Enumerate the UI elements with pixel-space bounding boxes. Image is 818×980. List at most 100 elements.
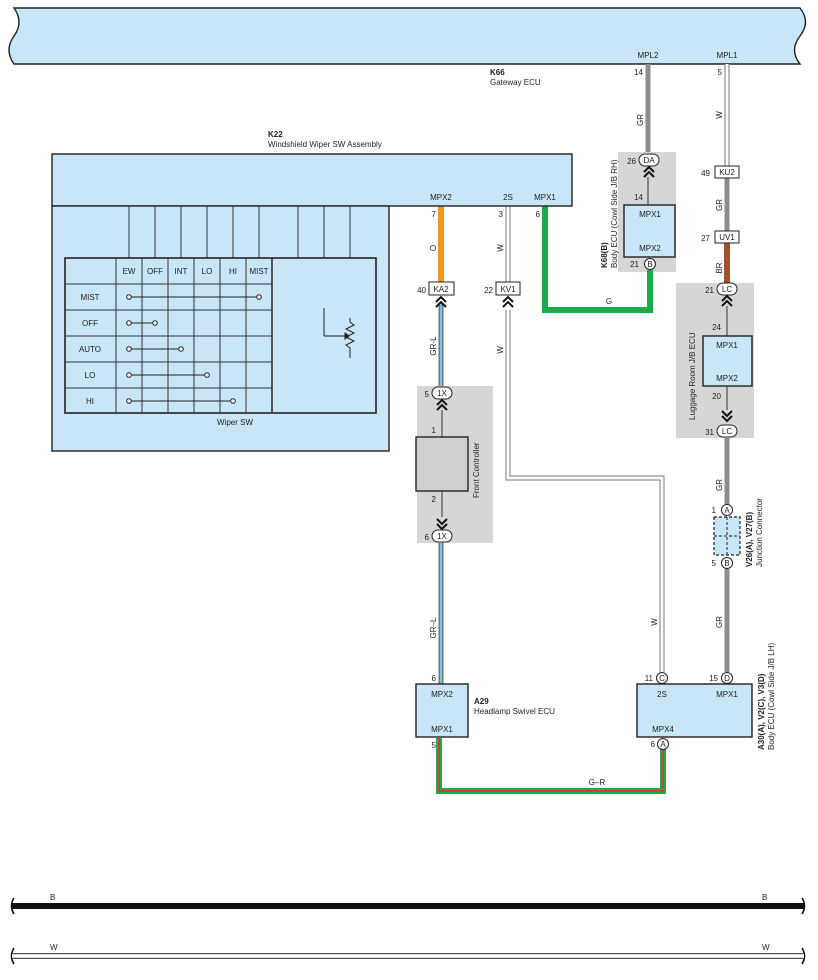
front-controller-conn-bottom: 6 1X (425, 518, 453, 543)
wiper-num-3: 3 (499, 210, 504, 219)
wire-label-gr-1: GR (636, 114, 645, 126)
headlamp-num-bottom: 5 (432, 741, 437, 750)
gateway-code: K66 (490, 68, 505, 77)
body-lh-num-mpx4: 6 (651, 740, 656, 749)
gateway-num-mpl1: 5 (718, 68, 723, 77)
connector-uv1: 27 UV1 (701, 230, 740, 244)
luggage-pin-bottom: MPX2 (716, 374, 738, 383)
wiper-table-grid (65, 258, 273, 413)
variable-resistor-icon (323, 308, 356, 358)
wiper-code: K22 (268, 130, 283, 139)
headlamp-pin-top: MPX2 (431, 690, 453, 699)
wire-label-w-3: W (496, 346, 505, 354)
front-controller-conn-top: 5 1X (425, 386, 453, 411)
body-lh-name: Body ECU (Cowl Side J/B LH) (767, 643, 776, 750)
connector-ka2: 40 KA2 (417, 281, 455, 308)
wire-label-gr-2: GR (715, 199, 724, 211)
svg-text:6: 6 (425, 533, 430, 542)
front-controller-name: Front Controller (472, 442, 481, 498)
wire-label-br: BR (715, 262, 724, 273)
wiper-pin-mpx2: MPX2 (430, 193, 452, 202)
wiper-num-6: 6 (536, 210, 541, 219)
wire-label-o: O (429, 245, 438, 251)
bus-b-right-label: B (762, 893, 767, 902)
headlamp-ecu-box (415, 683, 469, 738)
luggage-pin-top: MPX1 (716, 341, 738, 350)
headlamp-code: A29 (474, 697, 489, 706)
row-lo: LO (85, 371, 96, 380)
connector-kv1: 22 KV1 (484, 281, 521, 308)
wiper-num-7: 7 (432, 210, 437, 219)
svg-text:LC: LC (722, 427, 732, 436)
row-auto: AUTO (79, 345, 101, 354)
wiper-assembly-box (51, 153, 573, 207)
wiper-pin-mpx1: MPX1 (534, 193, 556, 202)
wiper-pin-2s: 2S (503, 193, 513, 202)
wire-gr-outer (436, 738, 666, 794)
connector-lc-top: 21 LC (705, 282, 738, 307)
gateway-num-mpl2: 14 (634, 68, 643, 77)
body-rh-terminal (644, 258, 656, 270)
bus-w-left-label: W (50, 943, 58, 952)
junction-code: V26(A), V27(B) (745, 512, 754, 567)
gateway-ecu-box (8, 7, 807, 65)
junction-name: Junction Connector (755, 498, 764, 567)
headlamp-pin-bottom: MPX1 (431, 725, 453, 734)
svg-text:LC: LC (722, 285, 732, 294)
wiper-connections (126, 294, 262, 404)
svg-text:27: 27 (701, 234, 710, 243)
svg-text:1X: 1X (437, 389, 447, 398)
wire-label-gr-4: GR (715, 616, 724, 628)
svg-text:26: 26 (627, 157, 636, 166)
connector-lc-bottom: 31 LC (705, 410, 738, 438)
body-lh-term-a-label: A (660, 740, 666, 749)
svg-text:5: 5 (425, 390, 430, 399)
svg-text:22: 22 (484, 286, 493, 295)
wiper-sw-caption: Wiper SW (217, 418, 253, 427)
gateway-name: Gateway ECU (490, 78, 541, 87)
col-lo: LO (202, 267, 213, 276)
body-lh-pin-mpx4: MPX4 (652, 725, 674, 734)
wire-kv1-w-inner (506, 310, 664, 672)
body-lh-term-c-label: C (659, 674, 665, 683)
svg-text:5: 5 (712, 559, 717, 568)
wiper-name: Windshield Wiper SW Assembly (268, 140, 382, 149)
row-off: OFF (82, 319, 98, 328)
col-hi: HI (229, 267, 237, 276)
body-lh-num-2s: 11 (645, 674, 654, 683)
gateway-pin-mpl1: MPL1 (717, 51, 738, 60)
row-mist: MIST (80, 293, 99, 302)
gateway-pin-mpl2: MPL2 (638, 51, 659, 60)
fc-pin-top: 1 (432, 426, 437, 435)
connector-da: 26 DA (627, 153, 660, 178)
headlamp-name: Headlamp Swivel ECU (474, 707, 555, 716)
col-off: OFF (147, 267, 163, 276)
body-lh-num-mpx1: 15 (709, 674, 718, 683)
svg-text:B: B (724, 559, 729, 568)
body-rh-terminal-label: B (647, 260, 652, 269)
svg-text:1X: 1X (437, 532, 447, 541)
body-lh-term-a (657, 738, 669, 750)
bus-w: W W (10, 943, 806, 965)
body-lh-term-d-label: D (724, 674, 730, 683)
headlamp-num-top: 6 (432, 674, 437, 683)
luggage-ecu-name: Luggage Room J/B ECU (688, 332, 697, 420)
wiper-table-columns: EW OFF INT LO HI MIST (123, 267, 269, 276)
svg-text:31: 31 (705, 428, 714, 437)
body-rh-pin-bottom: MPX2 (639, 244, 661, 253)
body-rh-pin-top: MPX1 (639, 210, 661, 219)
svg-text:UV1: UV1 (719, 233, 735, 242)
svg-text:DA: DA (643, 156, 655, 165)
connector-ku2: 49 KU2 (701, 165, 740, 179)
wire-label-grl-2: GR–L (429, 617, 438, 638)
wire-label-gr-3: GR (715, 479, 724, 491)
bus-w-right-label: W (762, 943, 770, 952)
body-rh-num-top: 14 (634, 193, 643, 202)
svg-text:40: 40 (417, 286, 426, 295)
body-ecu-lh-box (636, 683, 753, 738)
front-controller-box (415, 436, 469, 492)
bus-b: B B (10, 893, 806, 915)
row-hi: HI (86, 397, 94, 406)
wire-label-gr-r: G–R (589, 778, 606, 787)
